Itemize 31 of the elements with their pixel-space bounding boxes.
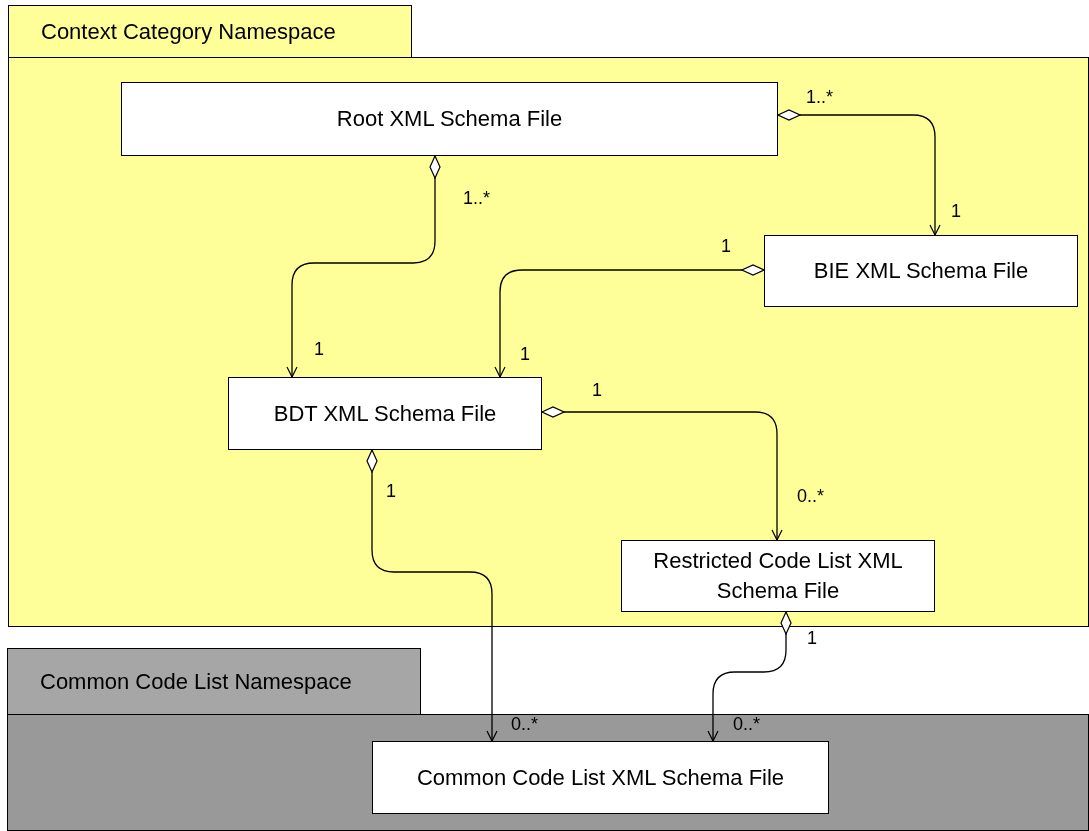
aggregation-arrow (777, 109, 941, 236)
aggregation-arrow (494, 264, 765, 378)
multiplicity-label: 0..* (733, 713, 761, 735)
multiplicity-label: 0..* (797, 485, 825, 507)
schema-file-box (228, 377, 542, 450)
multiplicity-label: 1 (314, 338, 324, 360)
package-title: Common Code List Namespace (40, 668, 352, 696)
schema-file-box (621, 540, 935, 612)
multiplicity-label: 1 (951, 200, 961, 222)
aggregation-arrow (286, 155, 441, 378)
box-label: Restricted Code List XML Schema File (652, 547, 904, 605)
aggregation-arrow (707, 611, 792, 742)
multiplicity-label: 1 (386, 480, 396, 502)
box-label: Root XML Schema File (336, 105, 563, 133)
schema-file-box (121, 82, 778, 156)
multiplicity-label: 0..* (511, 713, 539, 735)
multiplicity-label: 1..* (806, 86, 834, 108)
aggregation-arrow (541, 406, 783, 541)
box-label: Common Code List XML Schema File (416, 763, 785, 792)
multiplicity-label: 1 (592, 379, 602, 401)
package (7, 648, 1089, 831)
schema-file-box (372, 741, 829, 814)
package-title: Context Category Namespace (41, 18, 336, 46)
aggregation-arrow (366, 449, 498, 742)
multiplicity-label: 1 (520, 343, 530, 365)
box-label: BDT XML Schema File (273, 399, 497, 428)
box-label: BIE XML Schema File (813, 257, 1029, 285)
multiplicity-label: 1 (807, 627, 817, 649)
multiplicity-label: 1 (721, 235, 731, 257)
multiplicity-label: 1..* (463, 187, 491, 209)
schema-file-box (764, 235, 1078, 307)
